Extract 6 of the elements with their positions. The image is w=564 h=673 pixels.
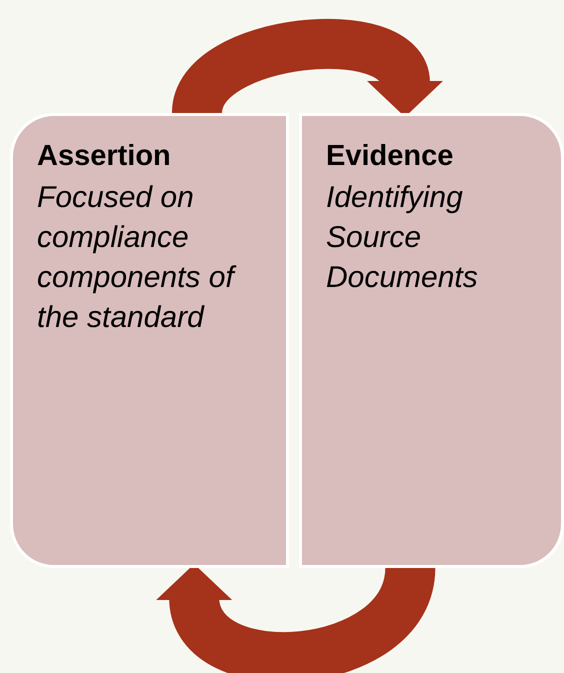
content-panel bbox=[299, 113, 564, 568]
panel-heading: Assertion bbox=[37, 139, 172, 174]
panel-description: Identifying Source Documents bbox=[326, 180, 479, 296]
panel-heading: Evidence bbox=[326, 139, 454, 174]
panel-description: Focused on compliance components of the standard bbox=[37, 178, 258, 338]
content-panel bbox=[10, 113, 289, 568]
